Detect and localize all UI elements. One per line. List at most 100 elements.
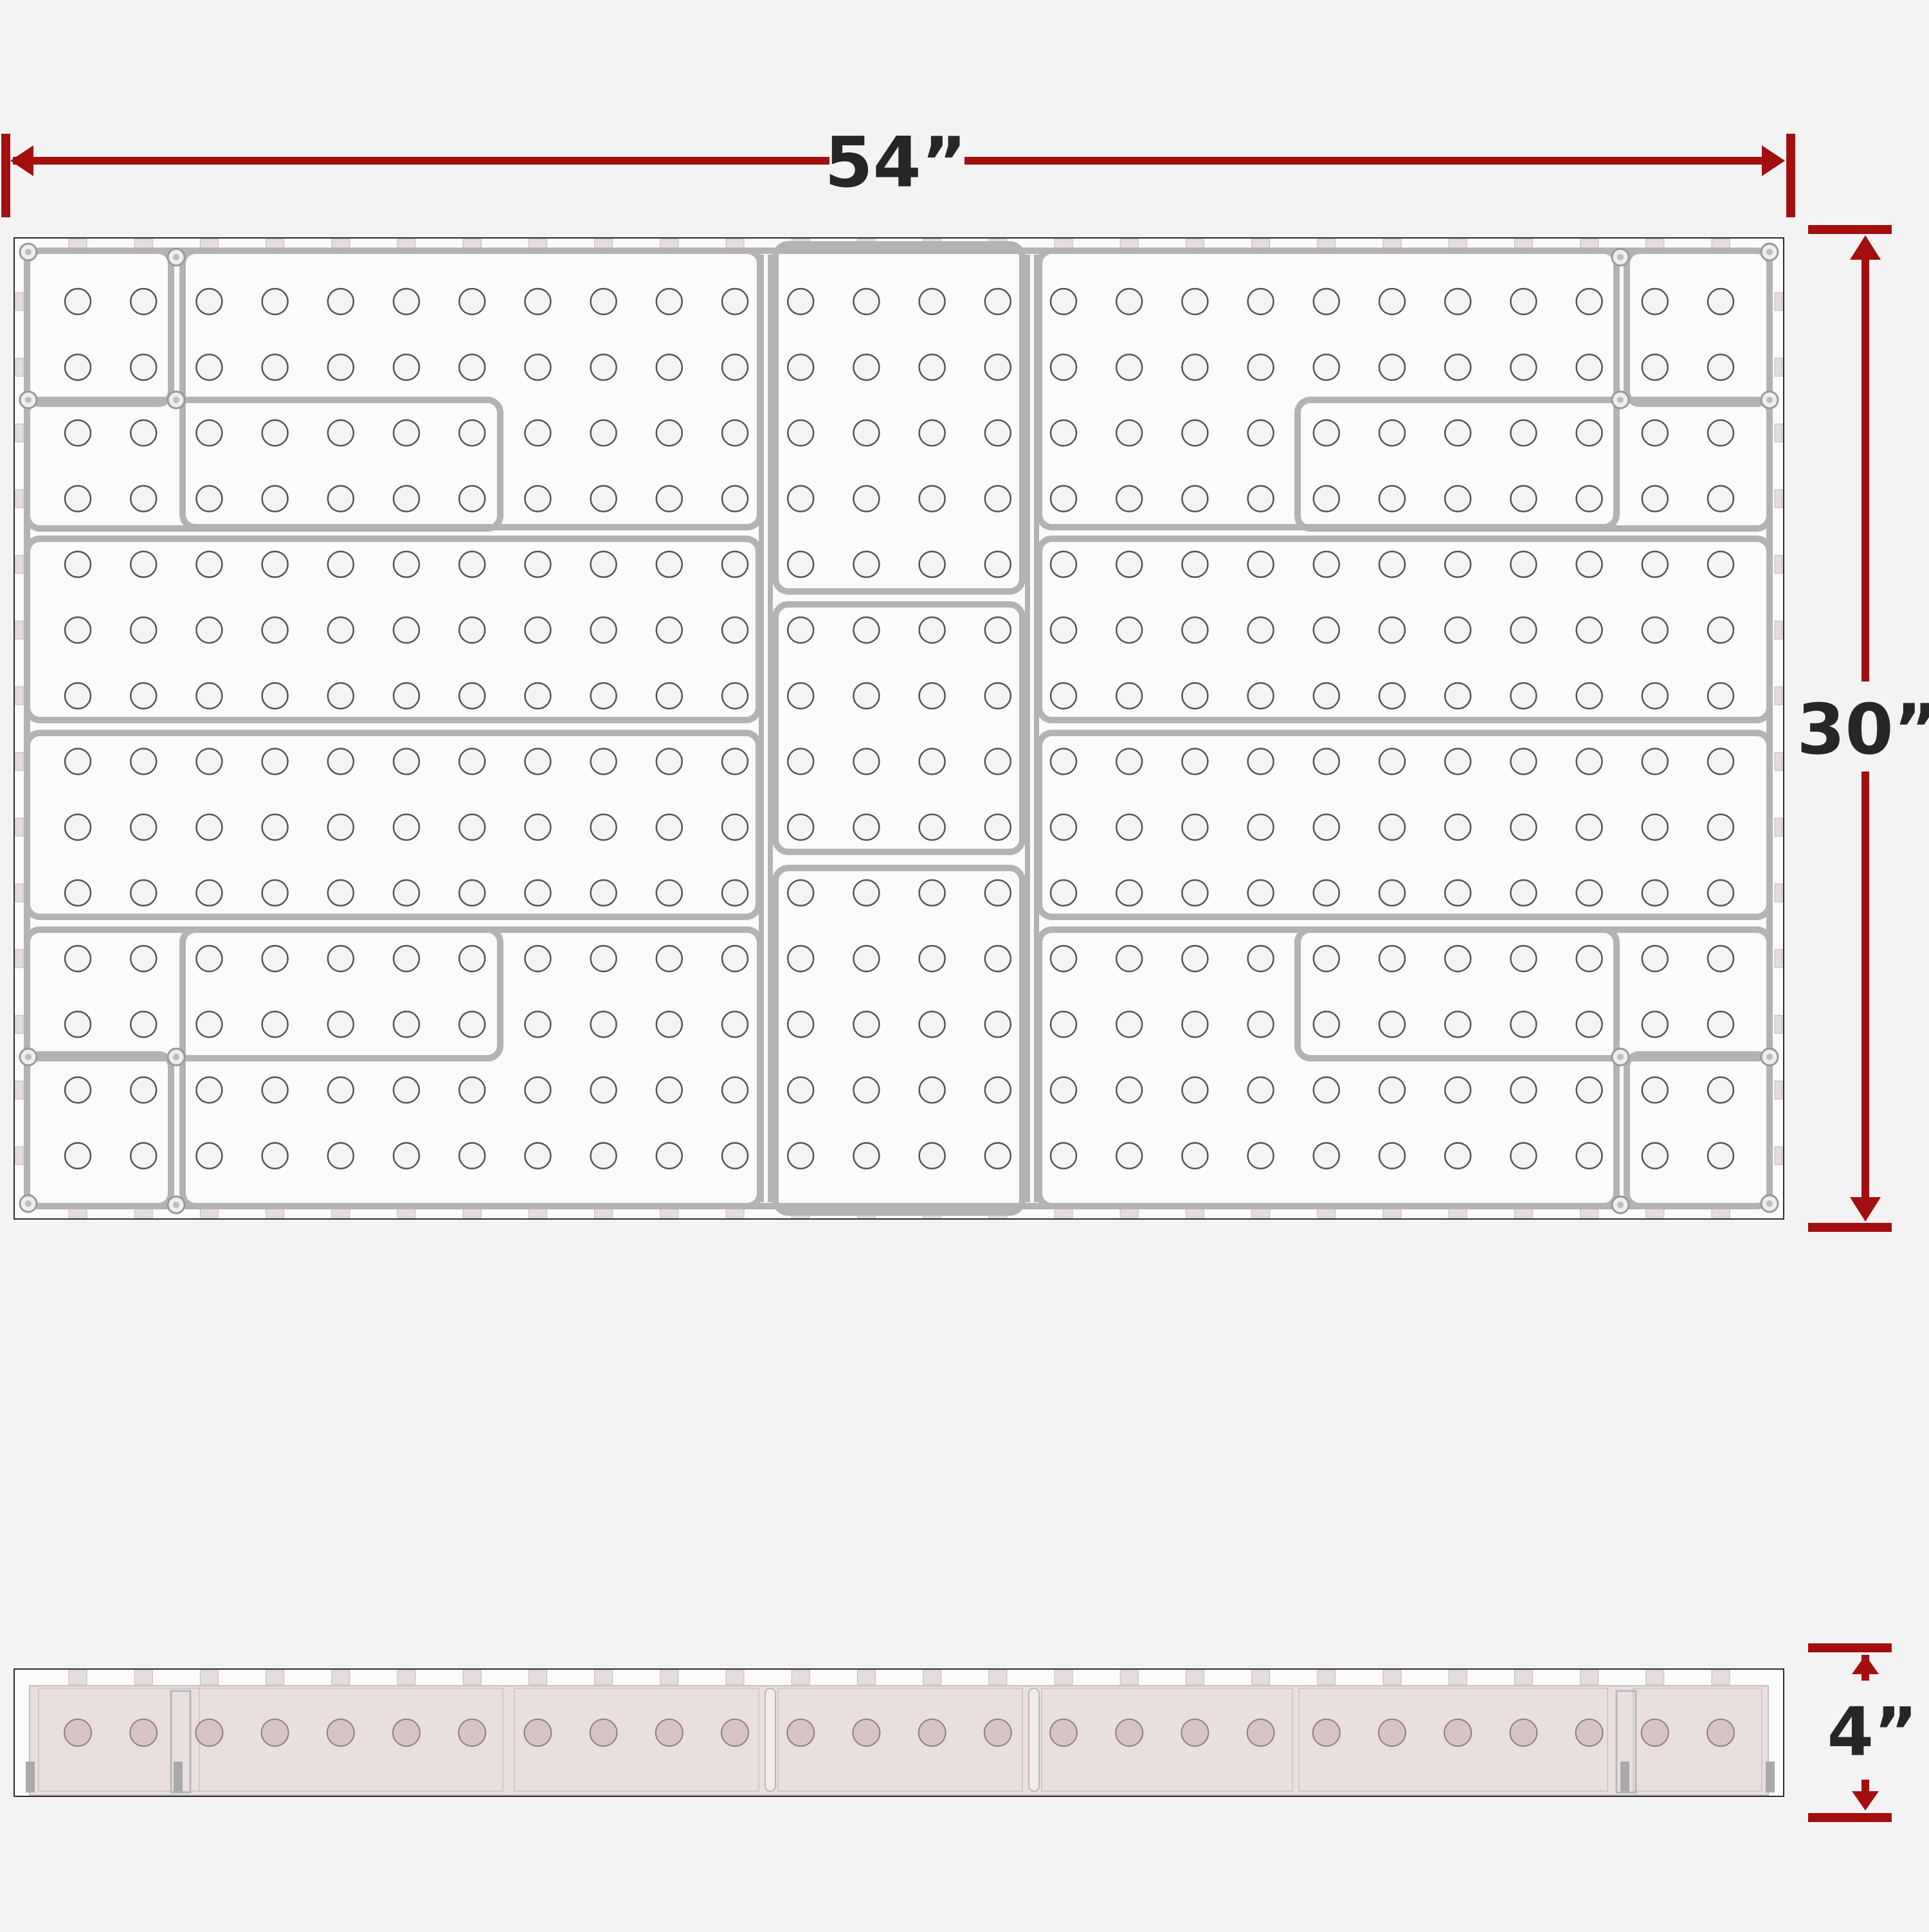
side-channel — [1028, 1688, 1040, 1792]
width-line-right — [964, 157, 1768, 165]
hole — [458, 748, 486, 775]
height-line-bottom — [1861, 772, 1869, 1215]
side-notch — [331, 1670, 350, 1685]
right-edge-notch — [1774, 818, 1783, 837]
hole — [655, 944, 684, 973]
hole — [786, 1076, 815, 1104]
hole — [327, 944, 355, 973]
hole — [1510, 287, 1537, 316]
hole — [1510, 419, 1537, 447]
hole — [1707, 419, 1735, 447]
hole — [261, 879, 289, 907]
hole — [1444, 682, 1472, 710]
hole — [392, 748, 421, 775]
hole — [918, 813, 946, 841]
hole — [853, 748, 880, 775]
hole — [984, 1142, 1012, 1169]
hole — [721, 682, 749, 710]
hole — [1707, 485, 1735, 512]
side-hole — [1312, 1719, 1341, 1747]
top-edge-notch — [331, 239, 350, 249]
hole — [918, 1142, 946, 1169]
right-upper-step-cell — [1294, 397, 1773, 532]
hole — [721, 748, 749, 775]
hole — [129, 748, 158, 775]
bolt-center — [173, 1054, 179, 1060]
bottom-edge-notch — [660, 1208, 679, 1218]
top-edge-notch — [725, 239, 745, 249]
right-cells — [1036, 248, 1773, 1209]
hole — [195, 944, 223, 973]
right-edge-notch — [1774, 686, 1783, 705]
hole — [392, 1076, 421, 1104]
hole — [1378, 485, 1406, 512]
hole — [1247, 353, 1274, 381]
top-edge-notches — [15, 239, 1783, 1218]
hole — [261, 1076, 289, 1104]
side-hole — [129, 1719, 158, 1747]
side-hole — [195, 1719, 224, 1747]
hole — [721, 813, 749, 841]
hole — [1378, 419, 1406, 447]
bolt-center — [25, 397, 32, 403]
hole — [1312, 616, 1341, 644]
hole — [984, 550, 1012, 579]
hole — [392, 419, 421, 447]
hole — [195, 550, 223, 579]
hole — [392, 353, 421, 381]
hole — [1444, 287, 1472, 316]
side-panel — [1041, 1688, 1293, 1792]
hole — [655, 1142, 684, 1169]
hole — [984, 879, 1012, 907]
depth-label: 4” — [1827, 1693, 1918, 1771]
hole — [1247, 682, 1274, 710]
side-view — [14, 1668, 1784, 1797]
hole — [984, 1010, 1012, 1038]
left-edge-notch — [15, 818, 24, 837]
hole — [327, 353, 355, 381]
hole — [1378, 287, 1406, 316]
height-tick-top — [1808, 225, 1892, 234]
hole — [1115, 550, 1143, 579]
left-edge-notch — [15, 883, 24, 903]
hole — [918, 1010, 946, 1038]
hole — [1378, 616, 1406, 644]
hole — [721, 879, 749, 907]
top-edge-notch — [1580, 239, 1599, 249]
hole — [853, 616, 880, 644]
hole — [853, 287, 880, 316]
side-notch — [988, 1670, 1008, 1685]
height-arrow-top — [1850, 235, 1881, 260]
hole — [1049, 353, 1078, 381]
right-bottom-wide-cell — [1036, 926, 1620, 1209]
hole — [1115, 1076, 1143, 1104]
top-edge-notch — [68, 239, 87, 249]
hole — [1707, 682, 1735, 710]
bottom-edge-notch — [397, 1208, 416, 1218]
hole — [64, 485, 92, 512]
hole — [590, 287, 617, 316]
right-edge-notch — [1774, 1015, 1783, 1034]
side-notch — [1054, 1670, 1073, 1685]
hole — [655, 879, 684, 907]
hole — [1378, 353, 1406, 381]
hole — [1575, 287, 1603, 316]
bolt-center — [1617, 397, 1624, 403]
hole — [721, 485, 749, 512]
top-edge-notch — [528, 239, 547, 249]
hole — [984, 748, 1012, 775]
hole — [1641, 1142, 1669, 1169]
width-dimension: 54” — [1, 123, 1795, 217]
hole — [64, 944, 92, 973]
center-cell-middle — [772, 601, 1026, 855]
hole — [1378, 682, 1406, 710]
hole — [458, 1010, 486, 1038]
hole — [590, 813, 617, 841]
left-cells — [24, 248, 763, 1209]
hole — [1181, 1076, 1209, 1104]
hole — [984, 1076, 1012, 1104]
right-edge-notch — [1774, 752, 1783, 771]
hole — [64, 748, 92, 775]
right-edge-notch — [1774, 292, 1783, 311]
bolt-center — [173, 254, 179, 260]
